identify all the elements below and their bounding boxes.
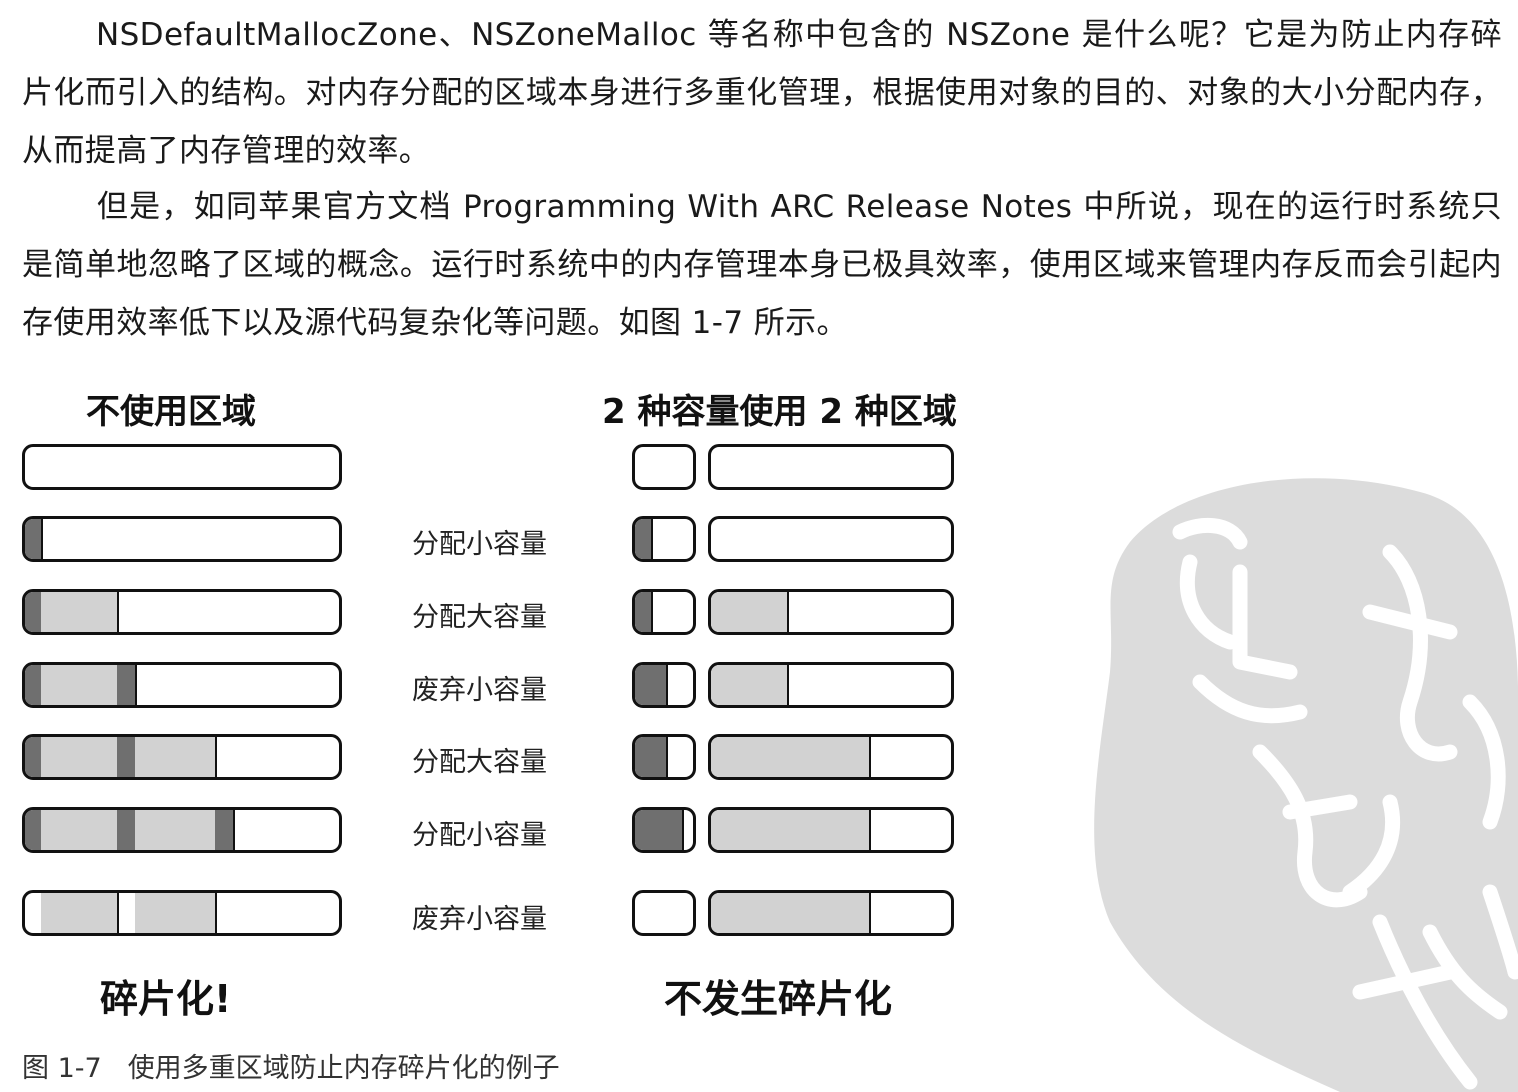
large-block — [711, 737, 789, 777]
small-block — [650, 665, 668, 705]
large-block — [41, 893, 119, 933]
large-block — [41, 737, 119, 777]
large-block — [711, 592, 789, 632]
memory-bar-large-zone — [708, 734, 954, 780]
memory-bar-single-zone — [22, 662, 342, 708]
memory-bar-small-zone — [632, 589, 696, 635]
left-result-label: 碎片化! — [100, 977, 232, 1021]
step-label: 废弃小容量 — [412, 675, 547, 706]
small-block — [666, 810, 684, 850]
memory-bar-small-zone — [632, 734, 696, 780]
memory-bar-single-zone — [22, 734, 342, 780]
large-block — [41, 810, 119, 850]
memory-bar-large-zone — [708, 589, 954, 635]
step-label: 分配小容量 — [412, 820, 547, 851]
small-block — [117, 810, 137, 850]
large-block — [787, 737, 871, 777]
small-block — [635, 519, 653, 559]
memory-bar-single-zone — [22, 589, 342, 635]
step-label: 分配大容量 — [412, 747, 547, 778]
memory-bar-large-zone — [708, 890, 954, 936]
small-block — [635, 592, 653, 632]
large-block — [41, 592, 119, 632]
large-block — [787, 893, 871, 933]
small-block — [117, 737, 137, 777]
memory-bar-single-zone — [22, 890, 342, 936]
body-paragraph-2: 但是，如同苹果官方文档 Programming With ARC Release… — [22, 189, 1502, 341]
memory-bar-large-zone — [708, 444, 954, 490]
large-block — [135, 810, 217, 850]
memory-bar-single-zone — [22, 444, 342, 490]
memory-bar-small-zone — [632, 662, 696, 708]
memory-bar-small-zone — [632, 807, 696, 853]
right-result-label: 不发生碎片化 — [664, 977, 893, 1021]
small-block — [650, 737, 668, 777]
large-block — [135, 893, 217, 933]
memory-bar-single-zone — [22, 807, 342, 853]
small-block — [215, 810, 235, 850]
large-block — [711, 893, 789, 933]
large-block — [135, 737, 217, 777]
large-block — [711, 665, 789, 705]
small-block — [117, 665, 137, 705]
figure-caption-text: 使用多重区域防止内存碎片化的例子 — [127, 1053, 560, 1084]
small-block — [25, 519, 43, 559]
memory-bar-small-zone — [632, 890, 696, 936]
memory-bar-small-zone — [632, 444, 696, 490]
large-block — [787, 810, 871, 850]
right-column-heading: 2 种容量使用 2 种区域 — [602, 392, 957, 432]
figure-caption: 图 1-7 使用多重区域防止内存碎片化的例子 — [22, 1046, 560, 1085]
step-label: 废弃小容量 — [412, 904, 547, 935]
large-block — [41, 665, 119, 705]
step-label: 分配小容量 — [412, 529, 547, 560]
memory-bar-single-zone — [22, 516, 342, 562]
left-column-heading: 不使用区域 — [86, 392, 256, 432]
memory-bar-large-zone — [708, 662, 954, 708]
memory-bar-small-zone — [632, 516, 696, 562]
body-paragraph-1: NSDefaultMallocZone、NSZoneMalloc 等名称中包含的… — [22, 17, 1502, 169]
step-label: 分配大容量 — [412, 602, 547, 633]
large-block — [711, 810, 789, 850]
memory-bar-large-zone — [708, 807, 954, 853]
seal-watermark-icon — [1094, 478, 1518, 1092]
memory-bar-large-zone — [708, 516, 954, 562]
figure-number: 图 1-7 — [22, 1053, 102, 1084]
